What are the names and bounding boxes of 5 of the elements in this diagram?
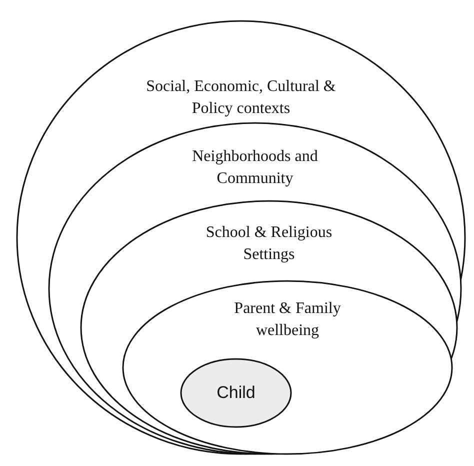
ring-label: Social, Economic, Cultural & Policy contexts (145, 77, 337, 119)
ring-label: Neighborhoods and Community (191, 147, 319, 189)
ring-label: School & Religious Settings (204, 223, 334, 265)
ring-label: Parent & Family wellbeing (233, 299, 342, 341)
ring-label: Child (216, 382, 256, 404)
